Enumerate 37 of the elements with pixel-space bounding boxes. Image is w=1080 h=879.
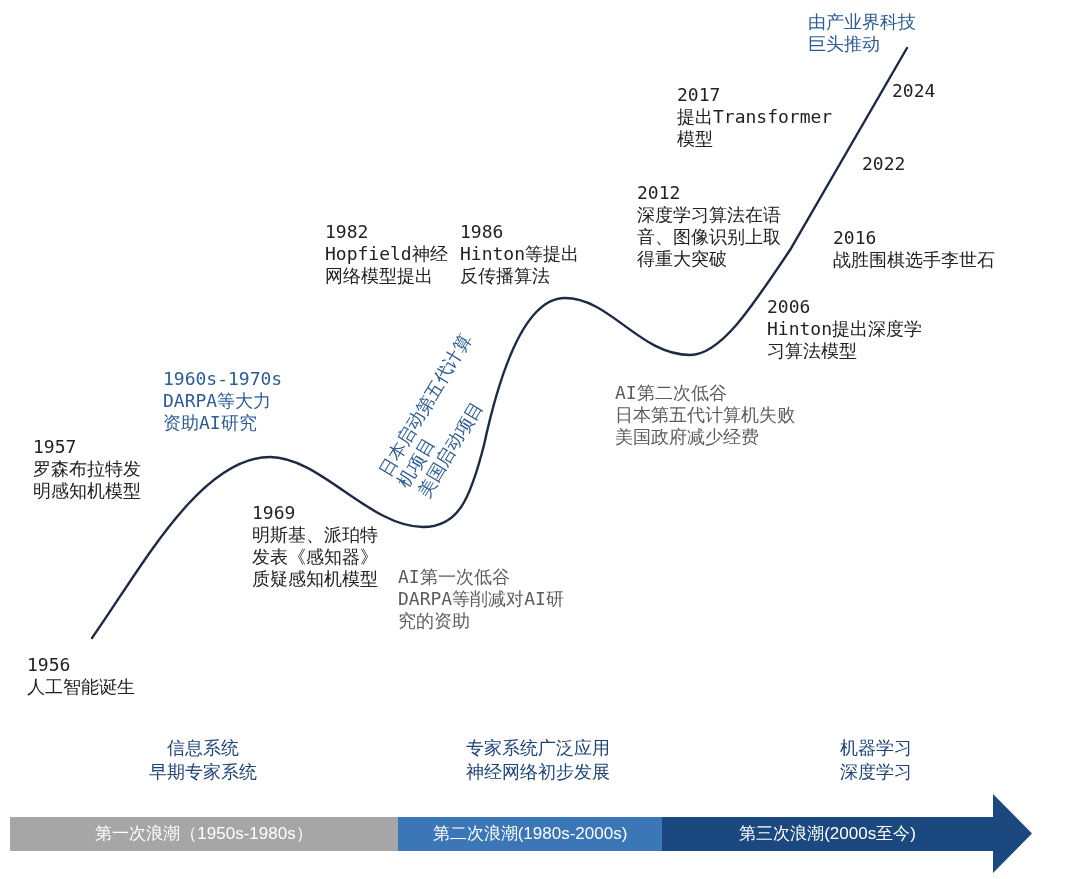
milestone-text: 提出Transformer模型 (677, 106, 834, 150)
downturn-note: 日本第五代计算机失败 (615, 404, 795, 426)
era-topic-label: 专家系统广泛应用 (466, 737, 610, 759)
downturn-note: DARPA等削减对AI研究的资助 (398, 588, 565, 632)
downturn-title: AI第二次低谷 (615, 382, 727, 404)
milestone-text: 战胜围棋选手李世石 (833, 249, 995, 271)
downturn-note: 美国政府减少经费 (615, 426, 759, 448)
year-label: 1957 (33, 436, 77, 458)
milestone-text: Hinton提出深度学习算法模型 (767, 318, 924, 362)
year-label: 2016 (833, 227, 877, 249)
milestone-text: 罗森布拉特发明感知机模型 (33, 458, 142, 502)
trend-note: DARPA等大力资助AI研究 (163, 390, 273, 434)
year-label: 1982 (325, 221, 369, 243)
era-topic-label: 神经网络初步发展 (466, 761, 610, 783)
milestone-text: 深度学习算法在语音、图像识别上取得重大突破 (637, 204, 782, 270)
year-label: 2024 (892, 80, 936, 102)
year-label: 2017 (677, 84, 721, 106)
era-topic-label: 深度学习 (840, 761, 912, 783)
era-band: 第一次浪潮（1950s-1980s） (10, 817, 398, 851)
era-topic-label: 信息系统 (167, 737, 239, 759)
milestone-text: Hopfield神经网络模型提出 (325, 243, 449, 287)
era-topic-label: 早期专家系统 (149, 761, 257, 783)
trend-note: 由产业界科技巨头推动 (808, 11, 917, 55)
period-label: 1960s-1970s (163, 368, 283, 390)
downturn-title: AI第一次低谷 (398, 566, 510, 588)
year-label: 2022 (862, 153, 906, 175)
era-band: 第二次浪潮(1980s-2000s) (398, 817, 662, 851)
milestone-text: Hinton等提出反传播算法 (460, 243, 581, 287)
era-topic-label: 机器学习 (840, 737, 912, 759)
milestone-text: 明斯基、派珀特发表《感知器》质疑感知机模型 (252, 524, 379, 590)
year-label: 1986 (460, 221, 504, 243)
year-label: 1969 (252, 502, 296, 524)
year-label: 2006 (767, 296, 811, 318)
year-label: 1956 (27, 654, 71, 676)
milestone-text: 人工智能诞生 (27, 676, 135, 698)
year-label: 2012 (637, 182, 681, 204)
era-arrow: 第三次浪潮(2000s至今) (662, 794, 1032, 873)
